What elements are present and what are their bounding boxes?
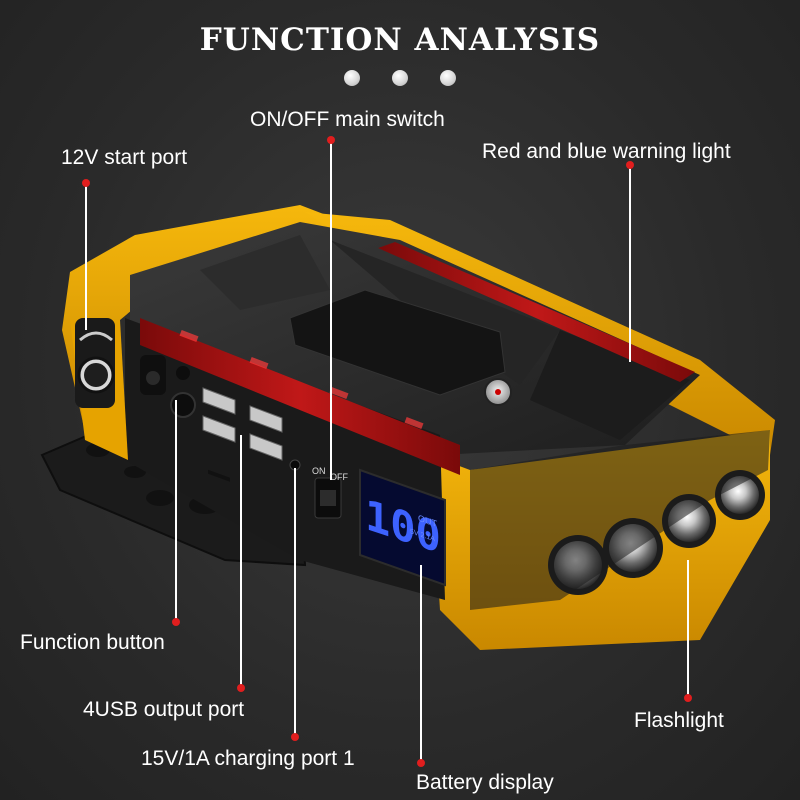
label-warning-light: Red and blue warning light: [482, 140, 731, 163]
label-usb-port: 4USB output port: [83, 698, 245, 721]
page-title: FUNCTION ANALYSIS: [199, 22, 601, 58]
warning-light-top: [378, 242, 695, 382]
dot-icon: [344, 70, 360, 86]
dot-icon: [440, 70, 456, 86]
label-flashlight: Flashlight: [634, 709, 724, 732]
usb-ports: [202, 387, 283, 461]
battery-display-screen: [359, 468, 446, 587]
shell-left-yellow: [62, 205, 360, 440]
decorative-dots: [0, 70, 800, 86]
warning-light-front: [140, 318, 460, 475]
label-start-port: 12V start port: [61, 146, 188, 169]
label-charging-port: 15V/1A charging port 1: [141, 747, 355, 770]
dot-icon: [392, 70, 408, 86]
label-main-switch: ON/OFF main switch: [250, 108, 445, 131]
switch-on-label: ON: [312, 466, 326, 476]
logo-plate: [289, 289, 506, 396]
label-battery-display: Battery display: [416, 771, 554, 794]
function-button-shape: [170, 392, 196, 418]
label-function-button: Function button: [20, 631, 165, 654]
switch-off-label: OFF: [330, 472, 348, 482]
